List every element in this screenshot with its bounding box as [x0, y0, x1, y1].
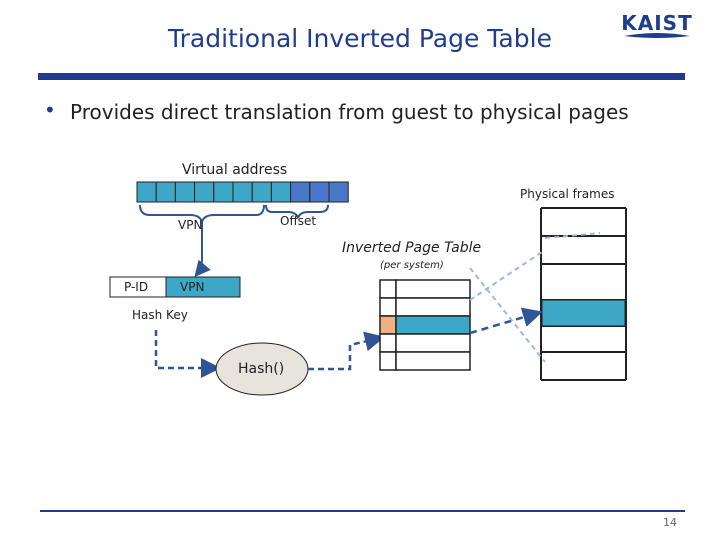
hash-key-arrow: [154, 330, 221, 378]
offset-brace: [265, 204, 299, 219]
va-offset-cell: [309, 181, 330, 203]
inverted-table-sublabel: (per system): [380, 260, 444, 271]
virtual-address-label: Virtual address: [182, 162, 288, 178]
table-to-frame-light-1: [469, 249, 546, 301]
physical-frames-label: Physical frames: [520, 187, 615, 201]
ipt-pid-cell: [379, 315, 397, 335]
ipt-vpn-cell: [395, 297, 471, 317]
ipt-vpn-cell: [395, 279, 471, 299]
inverted-page-table: [379, 279, 471, 371]
va-vpn-cell: [232, 181, 253, 203]
va-vpn-cell: [213, 181, 234, 203]
hash-to-table-arrow: [308, 331, 385, 371]
offset-brace-right: [297, 204, 329, 219]
hash-key-label: Hash Key: [132, 308, 188, 322]
title-rule: [38, 73, 685, 80]
bullet-text: Provides direct translation from guest t…: [70, 100, 629, 124]
ipt-vpn-cell: [395, 315, 471, 335]
footer-rule: [40, 510, 685, 512]
ipt-vpn-cell: [395, 333, 471, 353]
key-vpn-label: VPN: [180, 280, 205, 294]
bullet-marker: •: [44, 98, 56, 122]
va-vpn-cell: [155, 181, 176, 203]
ipt-pid-cell: [379, 351, 397, 371]
ipt-vpn-cell: [395, 351, 471, 371]
va-vpn-cell: [174, 181, 196, 203]
pid-label: P-ID: [124, 280, 149, 294]
svg-text:KAIST: KAIST: [622, 11, 692, 35]
va-offset-cell: [290, 181, 311, 203]
va-vpn-cell: [136, 181, 157, 203]
kaist-logo: KAIST: [622, 11, 692, 38]
offset-label: Offset: [280, 214, 317, 228]
physical-frames-stack: [540, 207, 627, 381]
va-vpn-cell: [251, 181, 272, 203]
table-to-frame-light-2: [469, 267, 546, 363]
va-offset-cell: [328, 181, 349, 203]
inverted-table-label: Inverted Page Table: [342, 240, 482, 256]
page-number: 14: [663, 516, 677, 529]
highlighted-frame: [541, 299, 626, 327]
ipt-pid-cell: [379, 333, 397, 353]
ipt-pid-cell: [379, 279, 397, 299]
ipt-pid-cell: [379, 297, 397, 317]
table-to-frame-arrow: [469, 307, 543, 335]
vpn-label: VPN: [178, 218, 203, 232]
slide-title: Traditional Inverted Page Table: [168, 24, 552, 53]
virtual-address-register: [136, 181, 349, 203]
hash-function-label: Hash(): [238, 361, 285, 377]
va-vpn-cell: [194, 181, 215, 203]
va-vpn-cell: [270, 181, 292, 203]
table-to-frame-light-3: [544, 232, 601, 239]
vpn-to-key-arrow: [194, 222, 211, 278]
